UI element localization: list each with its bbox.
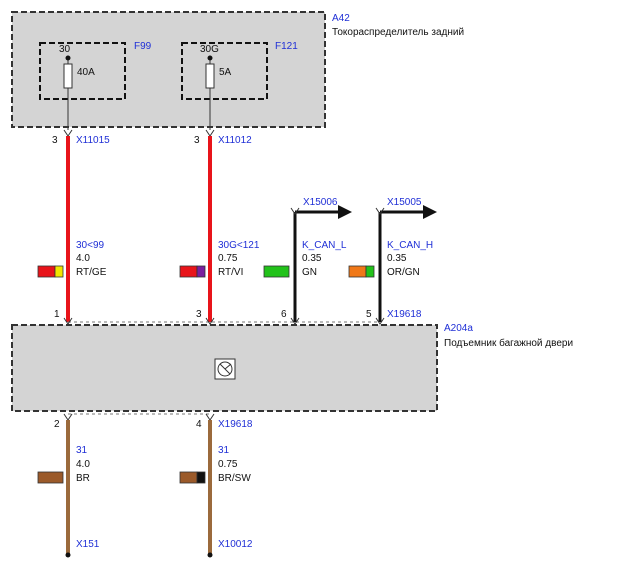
wire-3-color-code: GN	[302, 267, 317, 278]
wire-6-signal: 31	[218, 445, 230, 456]
a204a-name: Подъемник багажной двери	[444, 337, 573, 349]
can-h-pin-mark	[375, 207, 385, 215]
fuse-f121-rating: 5A	[219, 67, 232, 78]
can-h-arrow-icon	[423, 205, 437, 219]
fuse-f121-code: F121	[275, 41, 298, 52]
fuse-f99-icon	[63, 63, 73, 89]
a42-code: A42	[332, 13, 350, 24]
fuse-f99-rating: 40A	[77, 67, 95, 78]
wire-1-gauge: 4.0	[76, 253, 90, 264]
connector-x11012: X11012	[218, 135, 252, 146]
wire-2-color-code: RT/VI	[218, 267, 243, 278]
pin-a204a-bot-1: 2	[54, 419, 60, 430]
fuse-f121-node	[207, 55, 213, 61]
wire-1-signal: 30<99	[76, 240, 105, 251]
fuse-f121-terminal: 30G	[200, 44, 219, 55]
wire-1-swatch-stripe	[54, 265, 64, 278]
wire-4-gauge: 0.35	[387, 253, 407, 264]
fuse-f99-code: F99	[134, 41, 152, 52]
wire-6-gauge: 0.75	[218, 459, 238, 470]
a204a-bot-mark-2	[205, 413, 215, 421]
connector-x15005: X15005	[387, 197, 422, 208]
pin-a204a-top-3: 6	[281, 309, 287, 320]
a204a-code: A204a	[444, 323, 473, 334]
wire-4-signal: K_CAN_H	[387, 240, 433, 251]
pin-a204a-top-4: 5	[366, 309, 372, 320]
connector-x15006: X15006	[303, 197, 338, 208]
ground-node-x10012	[207, 552, 213, 558]
pin-a204a-top-2: 3	[196, 309, 202, 320]
wire-6-swatch-stripe	[196, 471, 206, 484]
a42-box	[11, 11, 326, 128]
wire-6-color-code: BR/SW	[218, 473, 251, 484]
a42-name: Токораспределитель задний	[332, 27, 464, 38]
pin-a204a-bot-2: 4	[196, 419, 202, 430]
ground-node-x151	[65, 552, 71, 558]
a204a-top-mark-4	[375, 317, 385, 325]
connector-x11015: X11015	[76, 135, 110, 146]
wire-1-color-code: RT/GE	[76, 267, 107, 278]
wire-3-signal: K_CAN_L	[302, 240, 347, 251]
wire-3-gauge: 0.35	[302, 253, 322, 264]
a42-pin-mark-right	[205, 129, 215, 137]
wire-1-swatch-main	[37, 265, 56, 278]
fuse-f99-node	[65, 55, 71, 61]
wire-4-swatch-main	[348, 265, 367, 278]
connector-x10012: X10012	[218, 539, 253, 550]
wire-2-gauge: 0.75	[218, 253, 238, 264]
wire-5-gauge: 4.0	[76, 459, 90, 470]
fuse-f121-box	[181, 42, 268, 100]
pin-a42-left: 3	[52, 135, 58, 146]
control-module-icon	[214, 358, 236, 380]
fuse-f99-terminal: 30	[59, 44, 71, 55]
wire-5-swatch	[37, 471, 64, 484]
can-l-pin-mark	[290, 207, 300, 215]
wire-6-swatch-main	[179, 471, 198, 484]
connector-x19618-top: X19618	[387, 309, 422, 320]
pin-a42-right: 3	[194, 135, 200, 146]
fuse-f99-box	[39, 42, 126, 100]
wire-5-color-code: BR	[76, 473, 90, 484]
wire-3-swatch	[263, 265, 290, 278]
a42-pin-mark-left	[63, 129, 73, 137]
fuse-f121-icon	[205, 63, 215, 89]
wire-4-swatch-stripe	[365, 265, 375, 278]
wire-2-swatch-stripe	[196, 265, 206, 278]
can-l-arrow-icon	[338, 205, 352, 219]
wire-2-swatch-main	[179, 265, 198, 278]
connector-x19618-bot: X19618	[218, 419, 253, 430]
wire-4-color-code: OR/GN	[387, 267, 420, 278]
wire-2-signal: 30G<121	[218, 240, 260, 251]
connector-x151: X151	[76, 539, 100, 550]
wire-5-signal: 31	[76, 445, 88, 456]
pin-a204a-top-1: 1	[54, 309, 60, 320]
a204a-bot-mark-1	[63, 413, 73, 421]
